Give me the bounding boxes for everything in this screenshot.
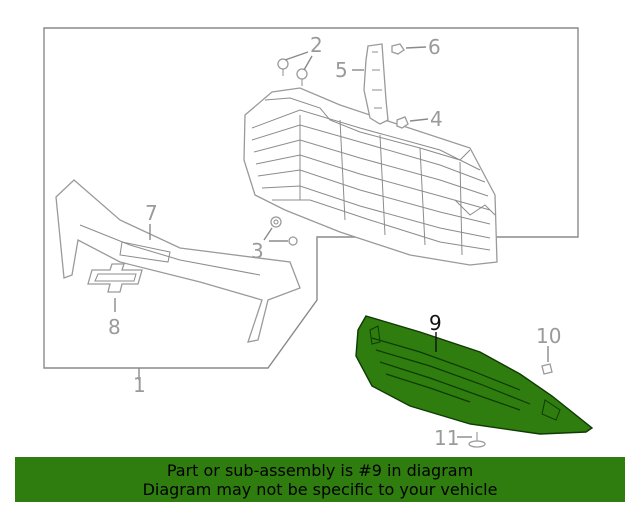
- callout-3: 3: [251, 239, 264, 263]
- upper-bracket: [363, 43, 389, 125]
- callout-9: 9: [429, 311, 442, 335]
- info-banner: Part or sub-assembly is #9 in diagram Di…: [15, 457, 625, 502]
- leader-3a: [263, 227, 273, 241]
- callout-1: 1: [133, 373, 146, 397]
- callout-5: 5: [335, 58, 348, 82]
- banner-line-2: Diagram may not be specific to your vehi…: [142, 480, 498, 499]
- grille-frame: [243, 87, 498, 266]
- callout-8: 8: [108, 315, 121, 339]
- callout-11: 11: [434, 426, 459, 450]
- parts-diagram: 1 2 3 4 5 6 7 8 9 10 11: [43, 27, 594, 450]
- screw-2b: [296, 68, 308, 86]
- lower-grille-highlighted: [355, 315, 594, 435]
- callout-7: 7: [145, 201, 158, 225]
- callout-4: 4: [430, 107, 443, 131]
- lower-grille-body: [355, 315, 594, 435]
- nut-3b: [288, 236, 298, 246]
- pushpin-11: [468, 432, 486, 448]
- leader-2b: [303, 55, 313, 71]
- leader-6: [405, 46, 427, 49]
- nut-3a: [270, 216, 282, 228]
- callout-10: 10: [536, 324, 561, 348]
- screw-2a: [277, 58, 289, 76]
- emblem: [87, 263, 143, 293]
- leader-4: [409, 118, 429, 122]
- leader-2a: [284, 51, 309, 61]
- assembly-outline: [43, 27, 579, 369]
- callout-6: 6: [428, 35, 441, 59]
- clip-4: [396, 116, 409, 129]
- callout-2: 2: [310, 33, 323, 57]
- clip-10: [541, 363, 553, 375]
- banner-line-1: Part or sub-assembly is #9 in diagram: [166, 461, 474, 480]
- clip-6: [391, 43, 405, 55]
